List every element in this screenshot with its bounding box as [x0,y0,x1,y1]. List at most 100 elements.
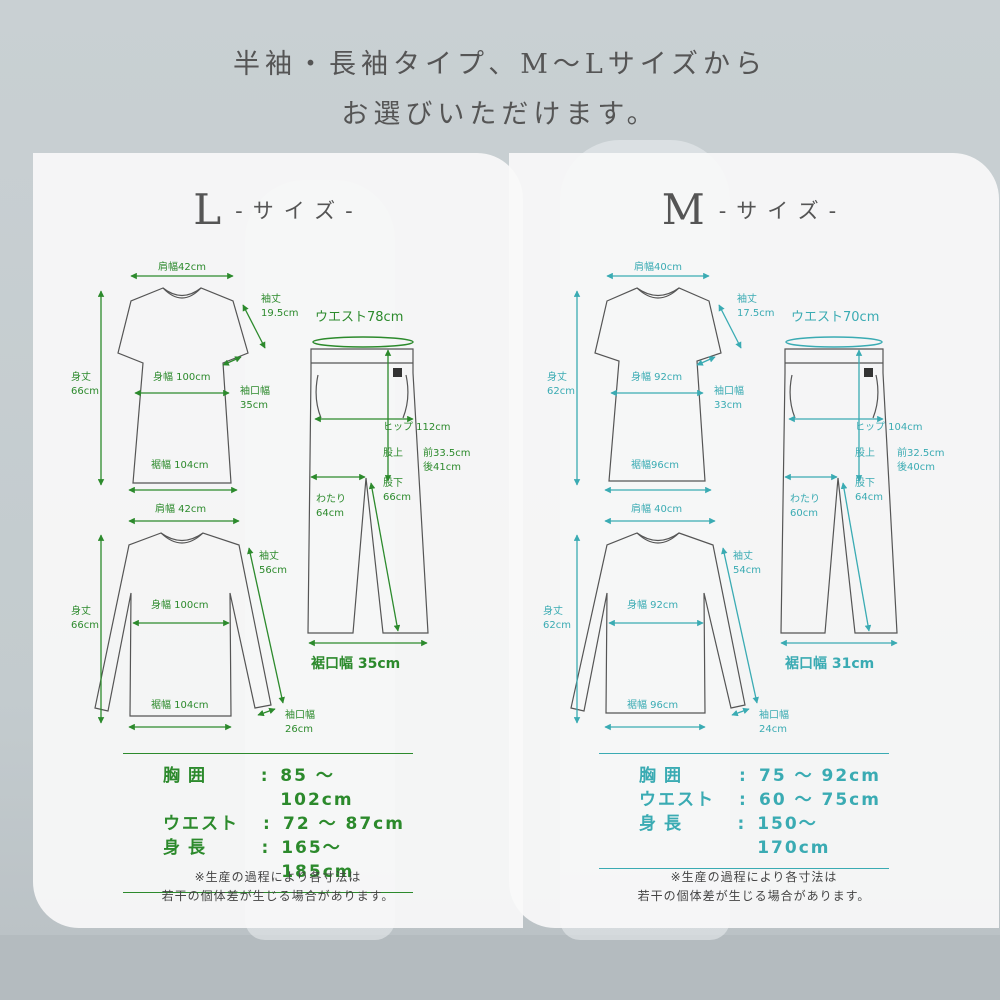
spec-row-chest: 胸囲:85 〜 102cm [123,764,413,812]
pants-tag [393,368,402,377]
size-word: -サイズ- [235,199,363,223]
headline-line-1: 半袖・長袖タイプ、M〜Lサイズから [233,49,767,80]
spec-value: 75 〜 92cm [759,766,881,786]
tshirt-sleeve-value: 17.5cm [737,308,775,319]
note-line-2: 若干の個体差が生じる場合があります。 [637,889,871,903]
longsleeve-sleeve-value: 56cm [259,565,287,576]
longsleeve-outline [94,532,272,717]
spec-key: 身長 [163,838,213,858]
fit-spec-table-l: 胸囲:85 〜 102cm ウエスト:72 〜 87cm 身長:165〜185c… [123,753,413,893]
pants-inseam-value: 64cm [855,492,883,503]
tshirt-length-value: 62cm [547,386,575,397]
pants-rise-label: 股上 [855,448,875,459]
size-panel-m: M-サイズ- [509,153,999,928]
longsleeve-length-key: 身丈 [543,606,563,617]
pants-pocket-right [402,374,409,419]
pants-pocket-right [872,374,879,419]
pants-rise-back: 後40cm [897,462,935,473]
tshirt-cuff-value: 35cm [240,400,268,411]
pants-inseam-key: 股下 [383,478,403,489]
spec-value: 150〜170cm [757,814,831,858]
size-title-m: M-サイズ- [509,185,999,234]
longsleeve-sleeve-label: 袖丈 54cm [733,550,761,578]
longsleeve-sleeve-arrow [247,547,285,704]
tshirt-body-width-label: 身幅 100cm [153,372,211,383]
production-note-l: ※生産の過程により各寸法は若干の個体差が生じる場合があります。 [33,868,523,906]
pants-inseam-arrow [368,482,401,632]
longsleeve-collar [160,532,204,542]
pants-waist-label: ウエスト78cm [315,310,404,325]
tshirt-body-width-label: 身幅 92cm [631,372,683,383]
tshirt-sleeve-label: 袖丈 17.5cm [737,293,775,321]
longsleeve-length-value: 66cm [71,620,99,631]
longsleeve-length-label: 身丈 62cm [543,605,571,633]
pants-rise-back: 後41cm [423,462,461,473]
spec-key: ウエスト [639,790,715,810]
pants-thigh-value: 60cm [790,508,818,519]
tshirt-cuff-value: 33cm [714,400,742,411]
pants-thigh-key: わたり [790,494,820,505]
tshirt-collar [162,287,202,297]
spec-value: 85 〜 102cm [280,766,354,810]
tshirt-hem-label: 裾幅96cm [631,460,679,471]
note-line-1: ※生産の過程により各寸法は [670,870,838,884]
longsleeve-body-width-label: 身幅 100cm [151,600,209,611]
garment-diagram-l [94,272,429,731]
tshirt-sleeve-value: 19.5cm [261,308,299,319]
tshirt-shoulder-label: 肩幅40cm [634,262,682,273]
pants-inseam-arrow [840,482,872,632]
longsleeve-length-value: 62cm [543,620,571,631]
tshirt-shoulder-label: 肩幅42cm [158,262,206,273]
pants-inseam-value: 66cm [383,492,411,503]
longsleeve-sleeve-value: 54cm [733,565,761,576]
tshirt-sleeve-arrow [242,304,266,349]
pants-inseam-key: 股下 [855,478,875,489]
tshirt-length-key: 身丈 [547,372,567,383]
tshirt-sleeve-key: 袖丈 [737,294,757,305]
garment-diagram-m [570,272,898,731]
longsleeve-sleeve-key: 袖丈 [733,551,753,562]
pants-hip-label: ヒップ 104cm [855,422,923,433]
pants-inseam-label: 股下 64cm [855,477,883,505]
size-letter: L [193,185,222,234]
tshirt-hem-label: 裾幅 104cm [151,460,209,471]
tshirt-collar [636,287,680,297]
note-line-1: ※生産の過程により各寸法は [194,870,362,884]
spec-value: 60 〜 75cm [759,790,881,810]
tshirt-cuff-key: 袖口幅 [714,386,744,397]
tshirt-cuff-arrow [222,356,242,366]
longsleeve-sleeve-key: 袖丈 [259,551,279,562]
longsleeve-cuff-key: 袖口幅 [759,710,789,721]
longsleeve-cuff-value: 24cm [759,724,787,735]
pants-thigh-key: わたり [316,494,346,505]
spec-row-waist: ウエスト:72 〜 87cm [163,814,405,834]
spec-row-waist: ウエスト:60 〜 75cm [639,790,881,810]
pants-rise-label: 股上 [383,448,403,459]
size-panel-l: L -サイズ- [33,153,523,928]
size-title-l: L -サイズ- [33,185,523,234]
pants-cuff-label: 裾口幅 35cm [311,656,401,672]
tshirt-outline [117,287,249,484]
headline-line-2: お選びいただけます。 [341,99,659,130]
spec-key: ウエスト [163,814,239,834]
tshirt-length-value: 66cm [71,386,99,397]
tshirt-sleeve-arrow [718,304,742,349]
longsleeve-length-key: 身丈 [71,606,91,617]
longsleeve-shoulder-label: 肩幅 42cm [155,504,207,515]
longsleeve-cuff-label: 袖口幅 24cm [759,709,789,737]
longsleeve-length-label: 身丈 66cm [71,605,99,633]
pants-inseam-label: 股下 66cm [383,477,411,505]
pants-pocket-left [315,374,322,419]
note-line-2: 若干の個体差が生じる場合があります。 [161,889,395,903]
tshirt-cuff-label: 袖口幅 33cm [714,385,744,413]
longsleeve-sleeve-label: 袖丈 56cm [259,550,287,578]
spec-row-height: 身長:165〜185cm [123,836,413,884]
pants-pocket-left [789,374,796,419]
longsleeve-sleeve-arrow [721,547,759,704]
